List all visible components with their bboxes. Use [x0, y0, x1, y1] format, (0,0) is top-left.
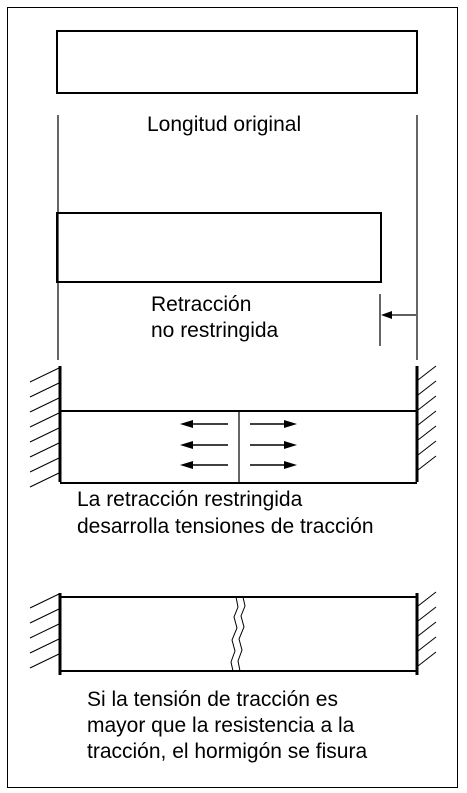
tension-arrows-right-icon [250, 420, 297, 469]
shrinkage-arrow-icon [381, 311, 416, 319]
label-cracking-line-1: Si la tensión de tracción es [87, 688, 338, 711]
tension-arrows-left-icon [180, 420, 228, 469]
label-unrestrained-line-1: Retracción [151, 293, 252, 316]
crack-icon [230, 596, 246, 672]
label-restrained-line-2: desarrolla tensiones de tracción [77, 515, 374, 538]
right-wall-hatch-1 [415, 365, 437, 482]
label-restrained-line-1: La retracción restringida [77, 488, 303, 511]
label-unrestrained-line-2: no restringida [151, 319, 279, 342]
label-original-length: Longitud original [147, 113, 302, 136]
unrestrained-shrinkage-bar [56, 212, 382, 283]
left-wall-hatch-1 [29, 366, 62, 488]
original-length-bar [56, 30, 418, 94]
label-cracking-line-2: mayor que la resistencia a la [87, 714, 355, 737]
left-wall-hatch-2 [29, 593, 62, 675]
label-cracking-line-3: tracción, el hormigón se fisura [87, 740, 368, 763]
right-wall-hatch-2 [415, 591, 437, 675]
